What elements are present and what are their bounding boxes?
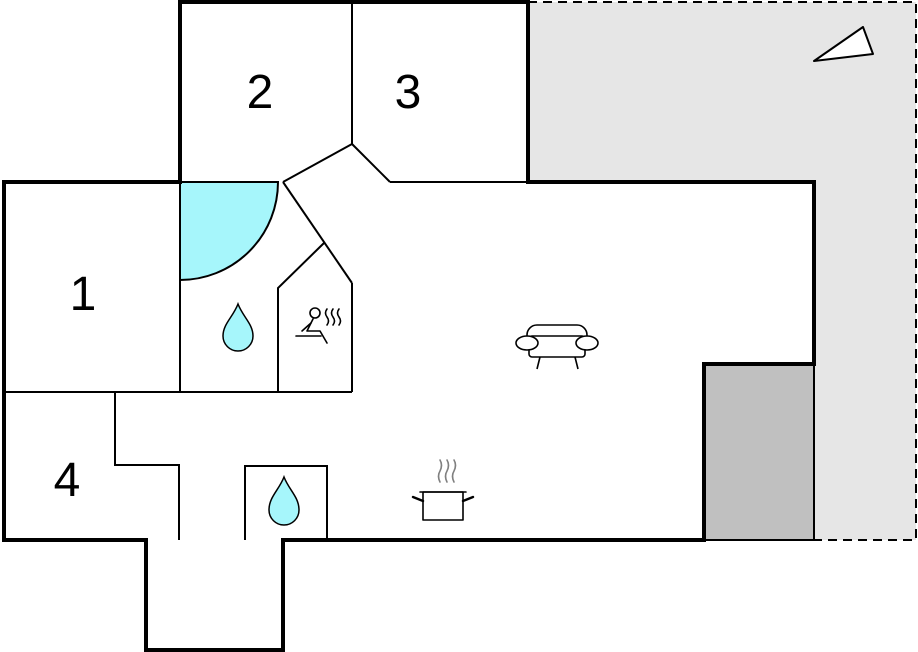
room-label-2: 2 [247, 66, 274, 119]
kitchen-pot-icon [411, 459, 475, 521]
house-floor [4, 2, 814, 650]
room-label-4: 4 [54, 454, 81, 507]
exterior-walls [2, 0, 816, 652]
sauna-icon [295, 307, 342, 344]
sofa-icon [515, 324, 599, 370]
room-label-3: 3 [395, 66, 422, 119]
room-label-1: 1 [70, 268, 97, 321]
covered-area [703, 363, 815, 541]
shower-area [179, 181, 280, 282]
north-arrow-icon [813, 26, 874, 62]
toilet-water-drop-icon [268, 474, 300, 526]
interior-walls [4, 2, 528, 540]
bathroom-water-drop-icon [222, 301, 254, 352]
